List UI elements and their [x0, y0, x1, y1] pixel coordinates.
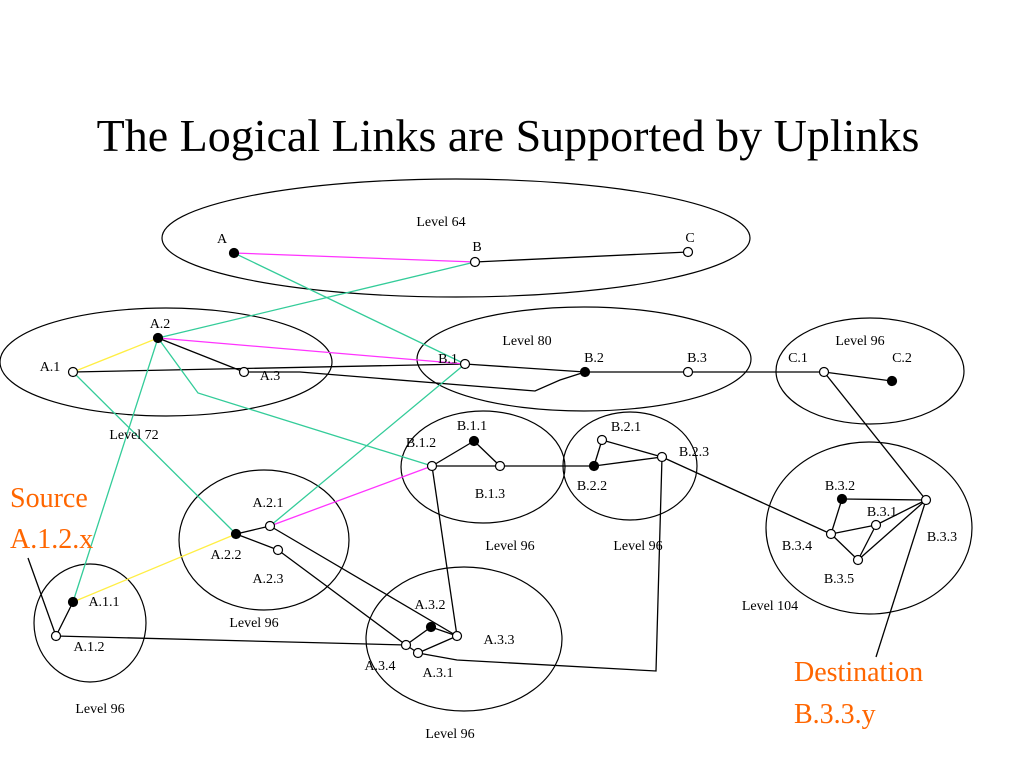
node-label-a-2-1: A.2.1	[252, 496, 283, 511]
node-label-a-3-1: A.3.1	[422, 666, 453, 681]
cluster-label-b2: Level 96	[613, 539, 662, 554]
node-label-b-3-5: B.3.5	[824, 572, 854, 587]
source-callout-line-1: Source	[10, 483, 88, 514]
cluster-a3	[365, 566, 563, 712]
cluster-b3	[765, 441, 973, 615]
node-label-a-3-3: A.3.3	[483, 633, 514, 648]
node-b-3-5[interactable]	[852, 554, 864, 566]
cluster-c	[775, 317, 965, 425]
node-a-3[interactable]	[238, 366, 250, 378]
cluster-level-64	[161, 178, 751, 298]
node-a-2-3[interactable]	[272, 544, 284, 556]
node-label-b-3-1: B.3.1	[867, 505, 897, 520]
node-b-2-2[interactable]	[588, 460, 600, 472]
node-labels: A B C A.2 A.1 A.3 B.1 B.2 B.3 C.1 C.2 B.…	[40, 231, 957, 681]
node-a[interactable]	[228, 247, 240, 259]
cluster-a2	[178, 469, 350, 611]
node-a-1-2[interactable]	[50, 630, 62, 642]
node-label-b-2-3: B.2.3	[679, 445, 709, 460]
cluster-a	[0, 307, 333, 417]
node-b-2-3[interactable]	[656, 451, 668, 463]
node-label-b-3-3: B.3.3	[927, 530, 957, 545]
node-label-a: A	[217, 232, 228, 247]
cluster-b1	[400, 410, 566, 524]
cluster-a1	[33, 563, 147, 683]
node-b-2[interactable]	[579, 366, 591, 378]
physical-links	[27, 251, 927, 672]
node-a-3-2[interactable]	[425, 621, 437, 633]
node-b-3-3[interactable]	[920, 494, 932, 506]
destination-callout: Destination B.3.3.y	[794, 657, 923, 730]
cluster-label-a1: Level 96	[75, 702, 124, 717]
node-label-b-3-4: B.3.4	[782, 539, 812, 554]
cluster-label-b: Level 80	[502, 334, 551, 349]
node-a-2-1[interactable]	[264, 520, 276, 532]
node-label-b-1: B.1	[438, 352, 458, 367]
logical-links	[157, 252, 476, 527]
node-label-a-3: A.3	[260, 369, 281, 384]
node-a-3-1[interactable]	[412, 647, 424, 659]
node-b[interactable]	[469, 256, 481, 268]
node-label-b-3: B.3	[687, 351, 707, 366]
node-label-b-1-2: B.1.2	[406, 436, 436, 451]
node-a-1[interactable]	[67, 366, 79, 378]
cluster-label-c: Level 96	[835, 334, 884, 349]
node-label-c-1: C.1	[788, 351, 808, 366]
node-label-a-1-2: A.1.2	[73, 640, 104, 655]
node-a-2-2[interactable]	[230, 528, 242, 540]
cluster-label-a2: Level 96	[229, 616, 278, 631]
node-b-3-4[interactable]	[825, 528, 837, 540]
node-c-1[interactable]	[818, 366, 830, 378]
node-b-1-3[interactable]	[494, 460, 506, 472]
node-label-a-3-2: A.3.2	[414, 598, 445, 613]
node-label-a-2: A.2	[150, 317, 171, 332]
node-b-3[interactable]	[682, 366, 694, 378]
node-label-b: B	[472, 240, 481, 255]
node-b-3-1[interactable]	[870, 519, 882, 531]
node-a-3-3[interactable]	[451, 630, 463, 642]
node-label-b-2: B.2	[584, 351, 604, 366]
node-label-b-2-1: B.2.1	[611, 420, 641, 435]
node-label-c: C	[685, 231, 694, 246]
node-c[interactable]	[682, 246, 694, 258]
nodes	[50, 246, 932, 659]
destination-callout-line-2: B.3.3.y	[794, 699, 876, 730]
node-b-1[interactable]	[459, 358, 471, 370]
node-b-3-2[interactable]	[836, 493, 848, 505]
node-a-3-4[interactable]	[400, 639, 412, 651]
node-c-2[interactable]	[886, 375, 898, 387]
cluster-label-a: Level 72	[109, 428, 158, 443]
node-b-1-1[interactable]	[468, 435, 480, 447]
node-label-b-1-3: B.1.3	[475, 487, 505, 502]
destination-callout-line-1: Destination	[794, 657, 923, 688]
node-label-b-3-2: B.3.2	[825, 479, 855, 494]
node-label-a-2-3: A.2.3	[252, 572, 283, 587]
node-label-c-2: C.2	[892, 351, 912, 366]
node-label-a-3-4: A.3.4	[364, 659, 395, 674]
path-links	[72, 337, 237, 603]
node-label-a-1: A.1	[40, 360, 61, 375]
cluster-label-level-64: Level 64	[416, 215, 465, 230]
uplink-links	[72, 252, 476, 603]
source-callout: Source A.1.2.x	[10, 483, 93, 555]
node-label-b-1-1: B.1.1	[457, 419, 487, 434]
node-a-2[interactable]	[152, 332, 164, 344]
cluster-label-b3: Level 104	[742, 599, 798, 614]
node-label-a-1-1: A.1.1	[88, 595, 119, 610]
node-a-1-1[interactable]	[67, 596, 79, 608]
slide-title: The Logical Links are Supported by Uplin…	[97, 110, 920, 161]
cluster-label-a3: Level 96	[425, 727, 474, 742]
node-b-1-2[interactable]	[426, 460, 438, 472]
node-b-2-1[interactable]	[596, 434, 608, 446]
cluster-labels: Level 64 Level 72 Level 80 Level 96 Leve…	[75, 215, 884, 742]
cluster-b	[416, 306, 752, 412]
node-label-b-2-2: B.2.2	[577, 479, 607, 494]
source-callout-line-2: A.1.2.x	[10, 524, 93, 555]
cluster-label-b1: Level 96	[485, 539, 534, 554]
node-label-a-2-2: A.2.2	[210, 548, 241, 563]
